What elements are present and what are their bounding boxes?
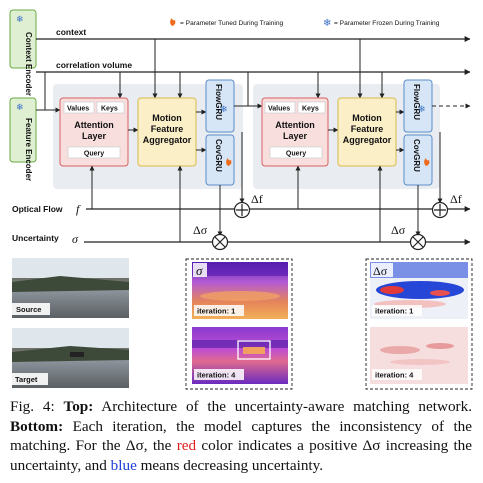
flowgru-label: FlowGRU xyxy=(214,84,223,120)
delta-f-label-1: Δf xyxy=(251,192,263,206)
keys-label: Keys xyxy=(101,106,118,113)
motion-label-line2: Feature xyxy=(151,124,184,134)
add-operator-1 xyxy=(233,201,251,219)
caption-red-word: red xyxy=(176,437,197,455)
caption-mid-text: color indicates a positive Δσ increasing… xyxy=(10,437,472,474)
figure-caption: Fig. 4: Top: Architecture of the uncerta… xyxy=(10,397,472,475)
source-image: Source xyxy=(12,258,129,318)
feature-encoder-label: Feature Encoder xyxy=(24,118,33,181)
sigma-map-iter1: σ iteration: 1 xyxy=(192,262,288,319)
motion-label-line1: Motion xyxy=(152,113,182,123)
optical-flow-symbol: f xyxy=(76,202,81,216)
uncertainty-symbol: σ xyxy=(72,232,79,246)
delta-sigma-map-iter1: Δσ iteration: 1 xyxy=(370,262,468,319)
motion-aggregator-2: Motion Feature Aggregator xyxy=(337,97,397,167)
target-label: Target xyxy=(15,375,38,384)
caption-blue-word: blue xyxy=(110,456,137,474)
delta-f-label-2: Δf xyxy=(450,192,462,206)
attention-label-line1: Attention xyxy=(275,120,315,130)
query-label: Query xyxy=(286,151,306,158)
delta-sigma-label-2: Δσ xyxy=(391,223,406,237)
attention-label-line2: Layer xyxy=(283,131,308,141)
attention-layer-2: Values Keys Attention Layer Query xyxy=(261,97,329,167)
multiply-operator-1 xyxy=(211,233,229,251)
caption-fig-number: Fig. 4: xyxy=(10,398,55,415)
svg-text:Context Encoder: Context Encoder xyxy=(24,32,33,96)
legend-frozen: ❄ = Parameter Frozen During Training xyxy=(323,18,440,29)
motion-label-line3: Aggregator xyxy=(343,135,392,145)
caption-top-text: Architecture of the uncertainty-aware ma… xyxy=(101,398,472,415)
covgru-label: CovGRU xyxy=(214,139,223,172)
uncertainty-label: Uncertainty xyxy=(12,233,59,243)
snowflake-icon: ❄ xyxy=(220,105,228,115)
snowflake-icon: ❄ xyxy=(16,103,24,113)
delta-sigma-symbol: Δσ xyxy=(373,264,388,278)
motion-label-line1: Motion xyxy=(352,113,382,123)
context-encoder-label: Context Encoder xyxy=(24,32,33,96)
sigma-symbol: σ xyxy=(196,263,203,278)
values-label: Values xyxy=(268,106,290,113)
source-label: Source xyxy=(16,305,41,314)
delta-sigma-label-1: Δσ xyxy=(193,223,208,237)
motion-label-line3: Aggregator xyxy=(143,135,192,145)
attention-layer-1: Values Keys Attention Layer Query xyxy=(59,97,129,167)
flowgru-2: FlowGRU ❄ xyxy=(403,79,433,133)
flame-icon xyxy=(226,158,232,166)
flame-icon xyxy=(170,18,176,26)
architecture-figure: = Parameter Tuned During Training ❄ = Pa… xyxy=(9,9,473,390)
context-label: context xyxy=(56,27,86,37)
attention-label-line1: Attention xyxy=(74,120,114,130)
keys-label: Keys xyxy=(302,106,319,113)
covgru-1: CovGRU xyxy=(205,134,235,186)
highlight-box xyxy=(237,340,271,360)
delta-sigma-map-iter4: iteration: 4 xyxy=(370,327,468,384)
query-label: Query xyxy=(84,151,104,158)
delta-iter1-label: iteration: 1 xyxy=(375,307,413,316)
svg-text:Feature Encoder: Feature Encoder xyxy=(24,118,33,181)
multiply-operator-2 xyxy=(409,233,427,251)
add-operator-2 xyxy=(431,201,449,219)
delta-iter4-label: iteration: 4 xyxy=(375,371,414,380)
covgru-label: CovGRU xyxy=(412,139,421,172)
correlation-label: correlation volume xyxy=(56,60,132,70)
attention-label-line2: Layer xyxy=(82,131,107,141)
caption-bottom-label: Bottom: xyxy=(10,417,64,435)
snowflake-icon: ❄ xyxy=(323,18,331,29)
target-image: Target xyxy=(12,328,129,388)
legend-tuned-text: = Parameter Tuned During Training xyxy=(180,20,284,27)
caption-top-label: Top: xyxy=(63,398,94,415)
feature-encoder: ❄ Feature Encoder xyxy=(9,97,37,181)
delta-sigma-panel xyxy=(365,258,473,390)
values-label: Values xyxy=(67,106,89,113)
context-encoder: ❄ Context Encoder xyxy=(9,9,37,96)
flowgru-1: FlowGRU ❄ xyxy=(205,79,235,133)
optical-flow-label: Optical Flow xyxy=(12,204,63,214)
sigma-map-iter4: iteration: 4 xyxy=(192,327,288,384)
legend-frozen-text: = Parameter Frozen During Training xyxy=(334,20,440,27)
snowflake-icon: ❄ xyxy=(16,15,24,25)
covgru-2: CovGRU xyxy=(403,134,433,186)
sigma-iter4-label: iteration: 4 xyxy=(197,371,236,380)
sigma-panel xyxy=(185,258,293,390)
snowflake-icon: ❄ xyxy=(418,105,426,115)
motion-aggregator-1: Motion Feature Aggregator xyxy=(137,97,197,167)
flame-icon xyxy=(424,158,430,166)
sigma-iter1-label: iteration: 1 xyxy=(197,307,235,316)
flowgru-label: FlowGRU xyxy=(412,84,421,120)
motion-label-line2: Feature xyxy=(351,124,384,134)
caption-end-text: means decreasing uncertainty. xyxy=(140,456,324,474)
legend-tuned: = Parameter Tuned During Training xyxy=(170,18,284,27)
caption-bottom-text: Each iteration, the model captures the i… xyxy=(10,417,473,455)
